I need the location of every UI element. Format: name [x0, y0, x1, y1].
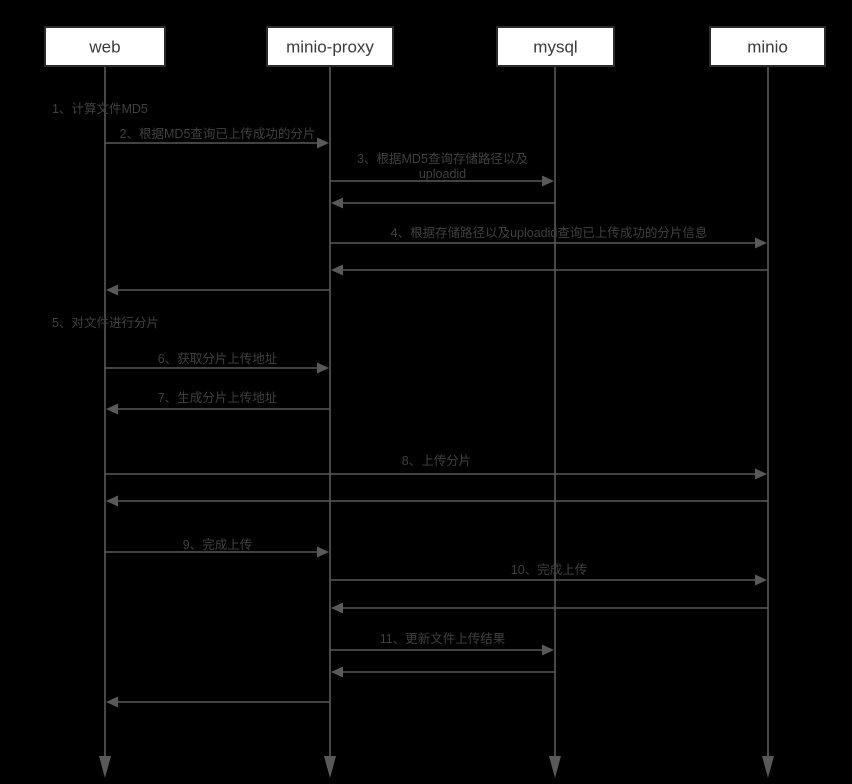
- message-arrow-icon: [331, 264, 343, 276]
- message-label: 11、更新文件上传结果: [380, 631, 506, 646]
- message-label: 2、根据MD5查询已上传成功的分片: [120, 126, 316, 141]
- message-label: 6、获取分片上传地址: [158, 351, 278, 366]
- lifeline-mysql: [549, 66, 561, 778]
- participant-mysql[interactable]: mysql: [496, 26, 615, 67]
- message-4: 4、根据存储路径以及uploadid查询已上传成功的分片信息: [330, 225, 767, 249]
- message-4r: [331, 264, 768, 276]
- message-label: 5、对文件进行分片: [52, 315, 159, 330]
- message-label: 10、完成上传: [511, 562, 587, 577]
- message-arrow-icon: [106, 403, 118, 415]
- message-label: 8、上传分片: [402, 453, 471, 468]
- lifeline-web: [99, 66, 111, 778]
- message-label: 3、根据MD5查询存储路径以及: [357, 151, 528, 166]
- message-label-line2: uploadid: [419, 167, 466, 181]
- participant-label: minio: [747, 37, 788, 56]
- lifeline-end-arrow-icon: [324, 756, 336, 778]
- message-8: 8、上传分片: [105, 453, 767, 480]
- message-10r: [331, 602, 768, 614]
- lifeline-end-arrow-icon: [99, 756, 111, 778]
- message-arrow-icon: [542, 175, 554, 187]
- message-11r: [331, 666, 555, 678]
- message-arrow-icon: [317, 546, 329, 558]
- message-arrow-icon: [755, 468, 767, 480]
- participant-label: mysql: [533, 37, 577, 56]
- message-arrow-icon: [755, 237, 767, 249]
- message-9: 9、完成上传: [105, 537, 329, 558]
- participants-layer: web minio-proxy mysql minio: [44, 26, 826, 67]
- message-9r: [106, 696, 330, 708]
- participant-label: minio-proxy: [286, 37, 374, 56]
- message-11: 11、更新文件上传结果: [330, 631, 554, 656]
- message-label: 9、完成上传: [183, 537, 252, 552]
- message-arrow-icon: [317, 137, 329, 149]
- message-arrow-icon: [106, 495, 118, 507]
- message-arrow-icon: [542, 644, 554, 656]
- participant-minio[interactable]: minio: [709, 26, 826, 67]
- message-1: 1、计算文件MD5: [52, 101, 148, 116]
- lifeline-end-arrow-icon: [762, 756, 774, 778]
- message-6: 6、获取分片上传地址: [105, 351, 329, 374]
- message-8r: [106, 495, 768, 507]
- message-arrow-icon: [331, 197, 343, 209]
- message-arrow-icon: [106, 284, 118, 296]
- message-5: 5、对文件进行分片: [52, 315, 159, 330]
- message-2r: [106, 284, 330, 296]
- participant-label: web: [88, 37, 120, 56]
- message-arrow-icon: [755, 574, 767, 586]
- message-7: 7、生成分片上传地址: [106, 390, 330, 415]
- message-10: 10、完成上传: [330, 562, 767, 586]
- message-label: 1、计算文件MD5: [52, 101, 148, 116]
- messages-layer: 1、计算文件MD5 2、根据MD5查询已上传成功的分片 3、根据MD5查询存储路径以…: [52, 101, 768, 708]
- message-arrow-icon: [331, 602, 343, 614]
- message-arrow-icon: [317, 362, 329, 374]
- lifeline-minio: [762, 66, 774, 778]
- message-2: 2、根据MD5查询已上传成功的分片: [105, 126, 329, 149]
- message-3r: [331, 197, 555, 209]
- participant-minio-proxy[interactable]: minio-proxy: [266, 26, 394, 67]
- message-arrow-icon: [331, 666, 343, 678]
- lifeline-end-arrow-icon: [549, 756, 561, 778]
- participant-web[interactable]: web: [44, 26, 166, 67]
- message-arrow-icon: [106, 696, 118, 708]
- message-label: 7、生成分片上传地址: [158, 390, 278, 405]
- message-label: 4、根据存储路径以及uploadid查询已上传成功的分片信息: [391, 225, 708, 240]
